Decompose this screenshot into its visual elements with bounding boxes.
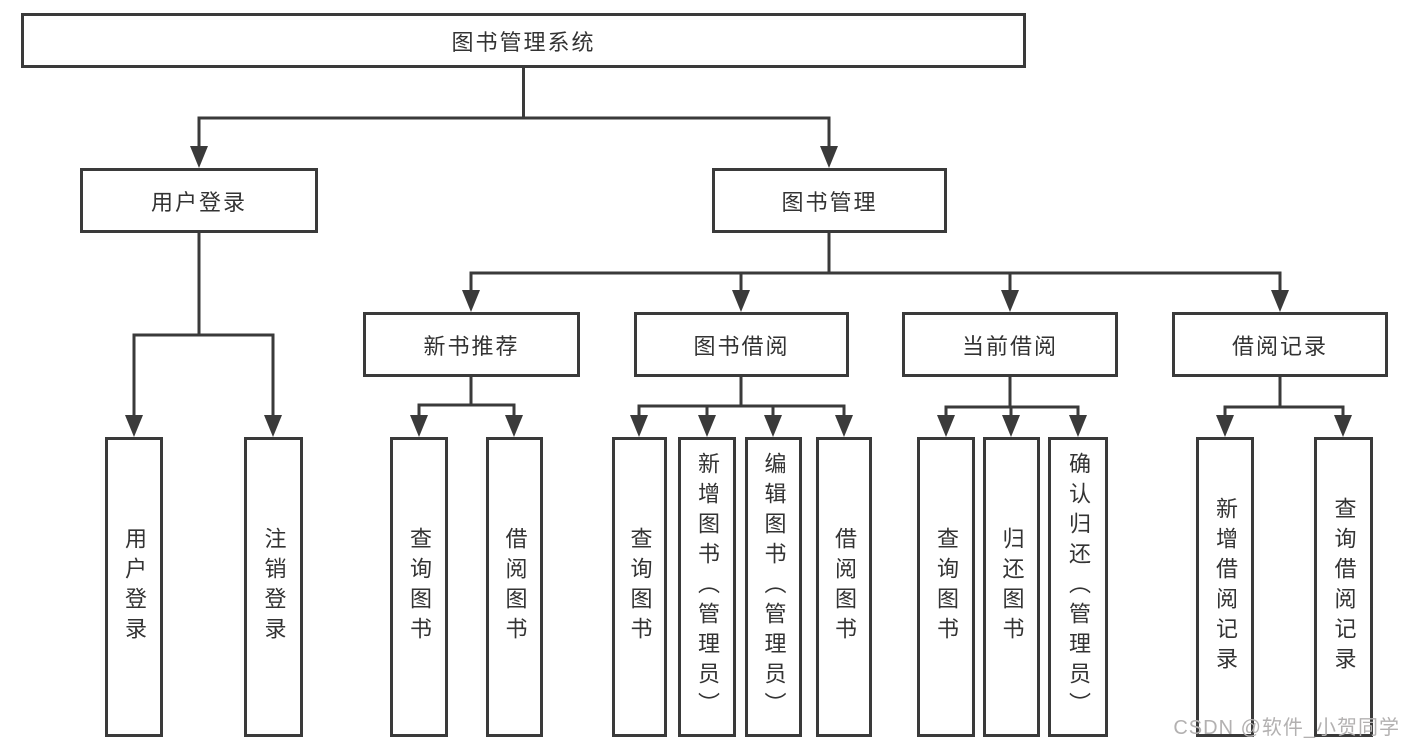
node-leaf-query-books-recommend: 查询图书: [390, 437, 448, 737]
node-label: 图书借阅: [693, 333, 790, 359]
csdn-watermark: CSDN @软件_小贺同学: [1173, 717, 1400, 739]
node-label: 借阅记录: [1231, 333, 1328, 359]
node-leaf-add-book-admin: 新增图书（管理员）: [678, 437, 736, 737]
connector-new-book-children: [417, 377, 516, 416]
node-book-management: 图书管理: [712, 168, 947, 233]
node-leaf-query-books-borrow: 查询图书: [612, 437, 667, 737]
node-book-borrow: 图书借阅: [634, 312, 849, 377]
node-label: 查询图书: [627, 527, 653, 647]
node-label: 借阅图书: [502, 527, 528, 647]
node-label: 新书推荐: [423, 333, 520, 359]
node-label: 查询借阅记录: [1331, 497, 1357, 677]
node-label: 用户登录: [150, 189, 247, 215]
node-label: 查询图书: [407, 527, 432, 647]
node-leaf-user-login: 用户登录: [105, 437, 163, 737]
node-label: 当前借阅: [961, 333, 1058, 359]
connector-book-management-children: [469, 233, 1282, 291]
node-borrow-records: 借阅记录: [1172, 312, 1388, 377]
node-label: 查询图书: [934, 527, 959, 647]
node-label: 归还图书: [999, 527, 1025, 647]
connector-current-borrow-children: [944, 377, 1080, 416]
node-leaf-query-books-current: 查询图书: [917, 437, 975, 737]
connector-borrow-records-children: [1223, 377, 1345, 416]
node-label: 借阅图书: [832, 527, 857, 647]
node-leaf-return-book: 归还图书: [983, 437, 1040, 737]
node-label: 确认归还（管理员）: [1066, 452, 1091, 722]
node-leaf-query-borrow-record: 查询借阅记录: [1314, 437, 1373, 737]
node-label: 图书管理: [781, 189, 878, 215]
node-label: 注销登录: [261, 527, 287, 647]
node-new-book-recommend: 新书推荐: [363, 312, 580, 377]
node-label: 用户登录: [122, 527, 147, 647]
connector-root-to-level2: [197, 68, 831, 148]
connector-user-login-children: [132, 233, 275, 416]
node-leaf-logout: 注销登录: [244, 437, 303, 737]
node-current-borrow: 当前借阅: [902, 312, 1118, 377]
connector-book-borrow-children: [637, 377, 846, 416]
node-leaf-borrow-books-recommend: 借阅图书: [486, 437, 543, 737]
node-leaf-borrow-books: 借阅图书: [816, 437, 872, 737]
node-label: 编辑图书（管理员）: [761, 452, 787, 722]
node-label: 新增借阅记录: [1213, 497, 1238, 677]
node-label: 图书管理系统: [451, 29, 596, 55]
node-library-system: 图书管理系统: [21, 13, 1026, 68]
node-user-login: 用户登录: [80, 168, 318, 233]
node-leaf-confirm-return-admin: 确认归还（管理员）: [1048, 437, 1108, 737]
node-leaf-edit-book-admin: 编辑图书（管理员）: [745, 437, 802, 737]
node-label: 新增图书（管理员）: [695, 452, 720, 722]
node-leaf-add-borrow-record: 新增借阅记录: [1196, 437, 1254, 737]
